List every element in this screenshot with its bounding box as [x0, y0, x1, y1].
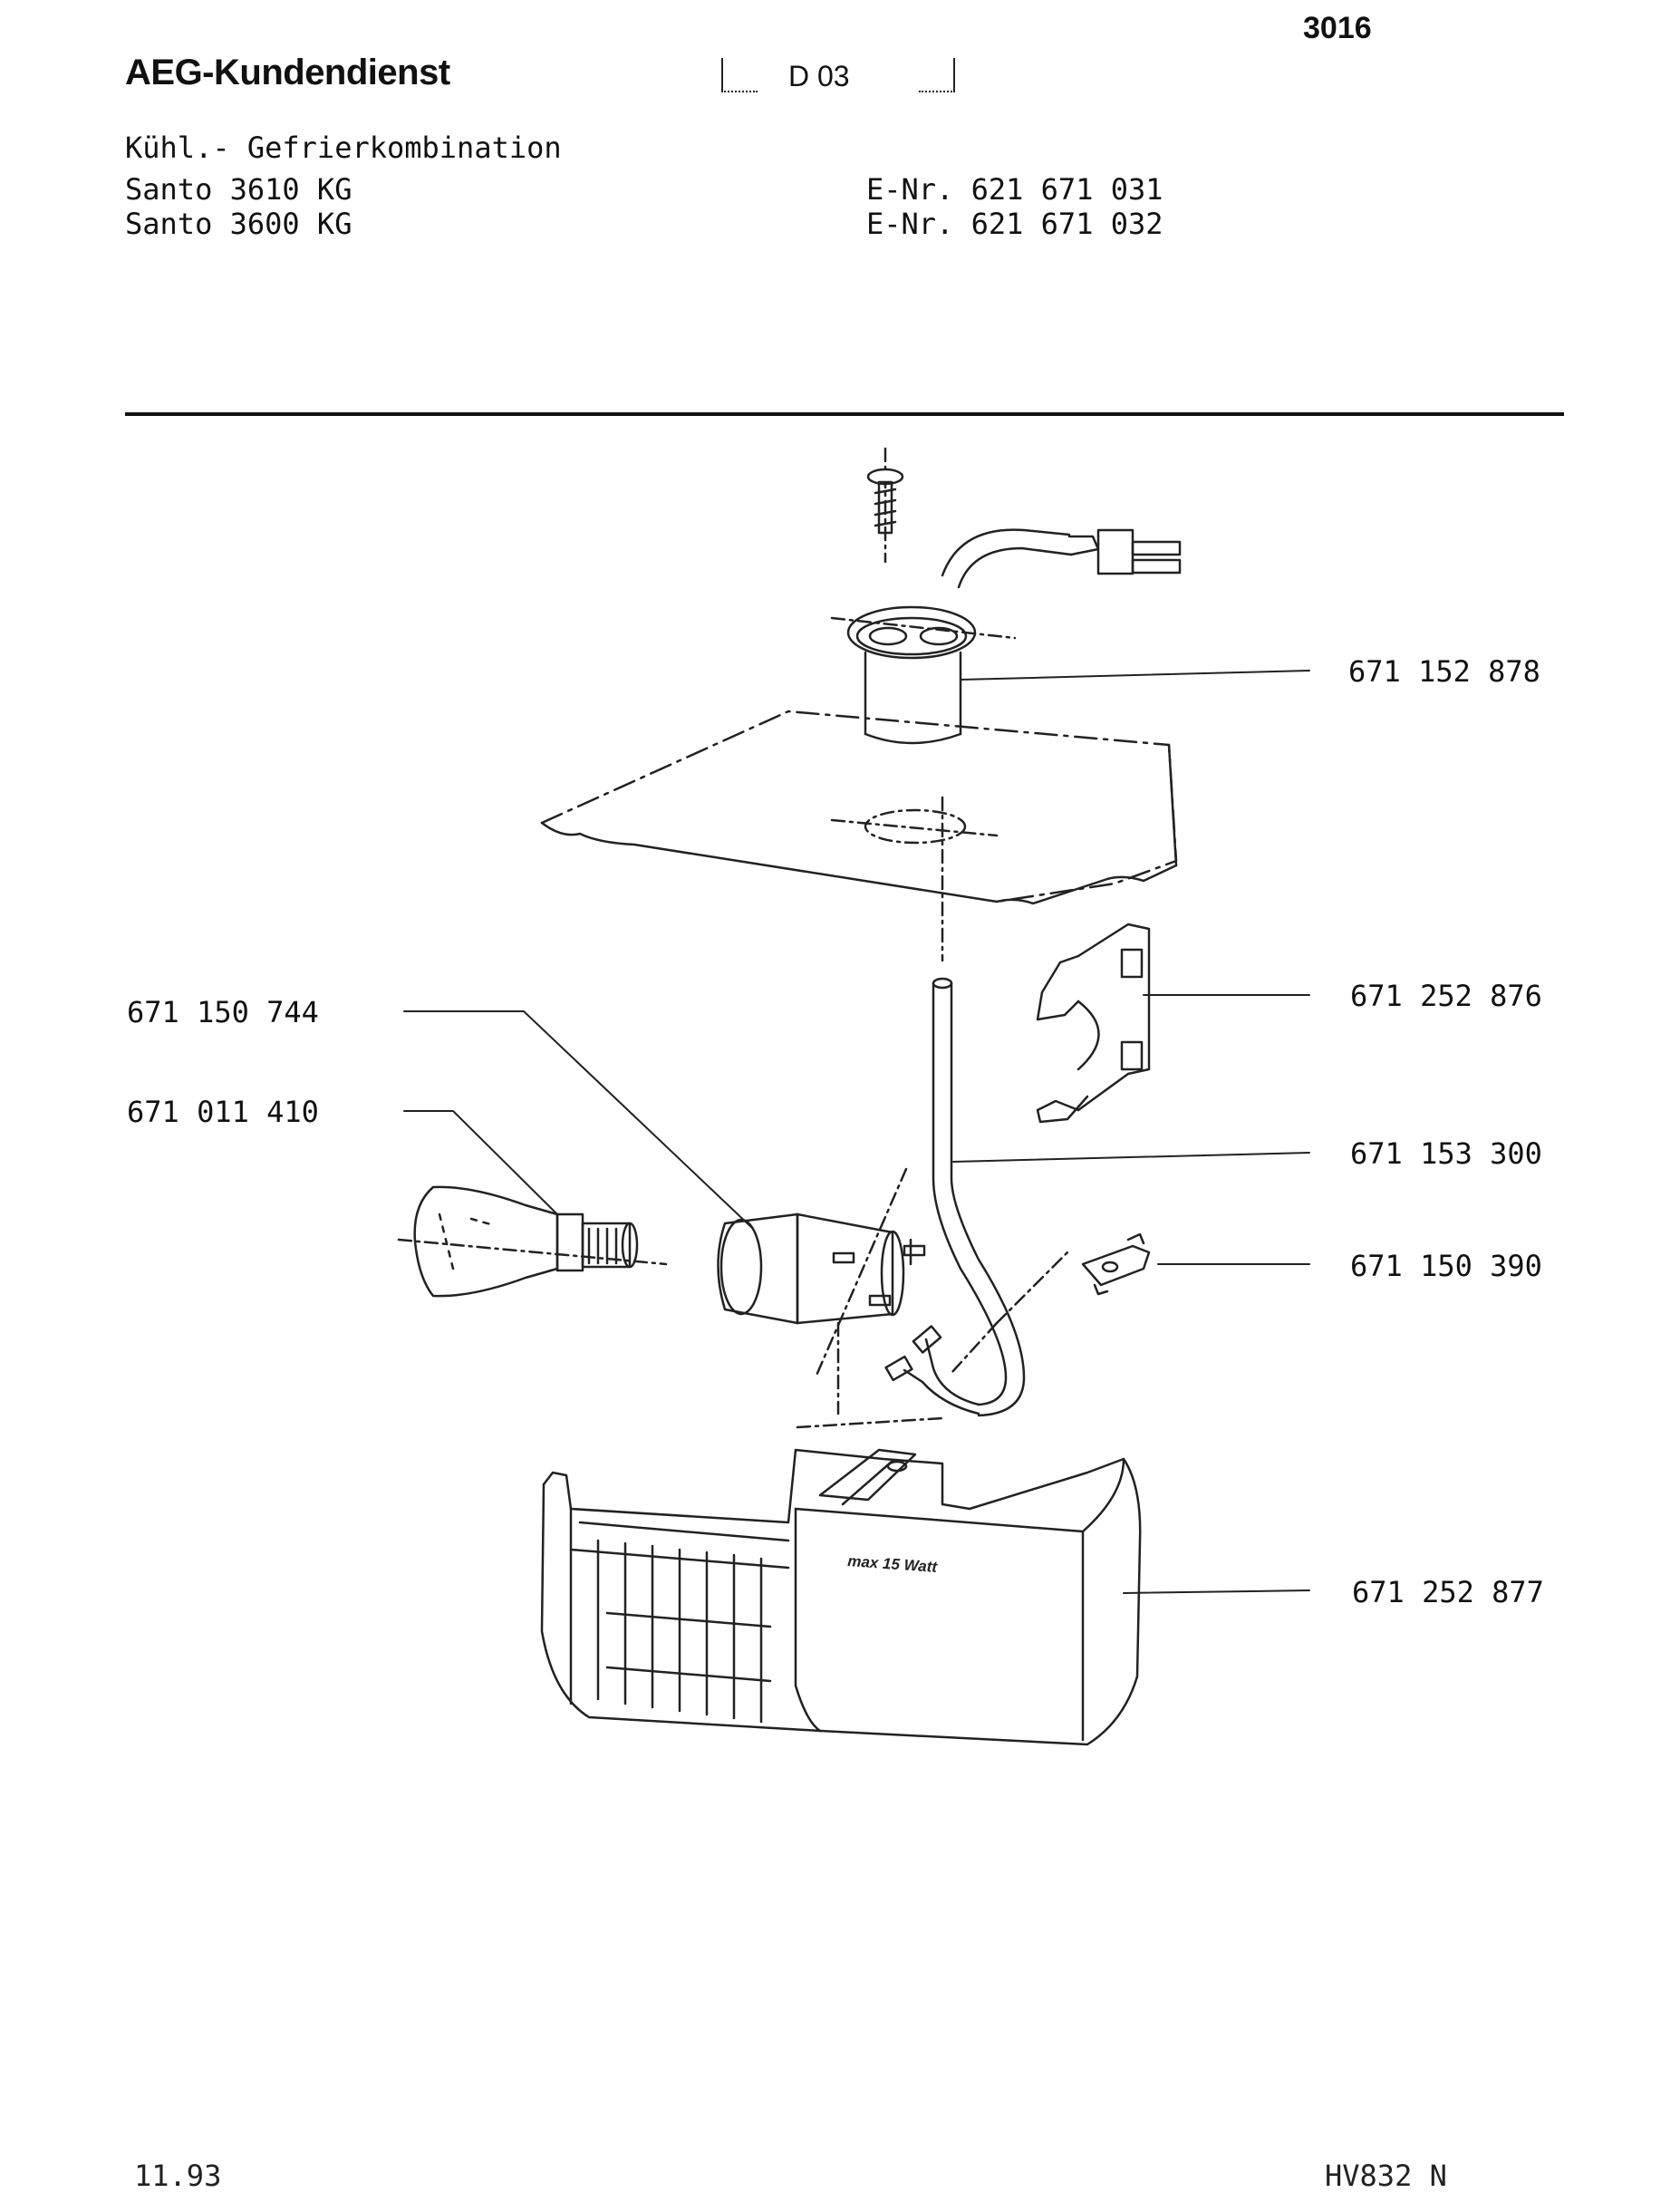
cover-wattage-label: max 15 Watt — [847, 1552, 939, 1576]
model-enr-1: E-Nr. 621 671 031 — [866, 172, 1163, 207]
footer-code: HV832 N — [1325, 2159, 1447, 2193]
clip — [1081, 1232, 1151, 1296]
light-bulb — [397, 1185, 668, 1298]
part-number-clip: 671 150 390 — [1350, 1249, 1542, 1283]
model-enr-2: E-Nr. 621 671 032 — [866, 207, 1163, 241]
cabinet-ceiling — [540, 710, 1178, 962]
cable — [884, 977, 1026, 1417]
model-name-2: Santo 3600 KG — [125, 207, 352, 241]
bracket — [1036, 923, 1151, 1124]
part-number-light-cover: 671 252 877 — [1352, 1575, 1544, 1609]
screw — [866, 447, 904, 564]
sheet-number: 3016 — [1303, 11, 1372, 45]
light-cover — [540, 1249, 1142, 1746]
group-code-bracket-left — [721, 58, 758, 92]
brand-title: AEG-Kundendienst — [125, 53, 450, 92]
model-name-1: Santo 3610 KG — [125, 172, 352, 207]
appliance-type: Kühl.- Gefrierkombination — [125, 130, 562, 165]
leader-lines — [403, 670, 1310, 1594]
part-number-lamp-socket: 671 150 744 — [127, 995, 319, 1029]
group-code-bracket-right — [919, 58, 955, 92]
connector-plug — [941, 528, 1182, 589]
part-number-cable: 671 153 300 — [1350, 1136, 1542, 1171]
group-code: D 03 — [788, 60, 850, 92]
part-number-lamp-holder-cap: 671 152 878 — [1348, 654, 1540, 689]
part-number-bracket: 671 252 876 — [1350, 979, 1542, 1013]
lamp-socket — [717, 1167, 926, 1415]
part-number-bulb: 671 011 410 — [127, 1095, 319, 1129]
lamp-holder-cap — [830, 605, 1017, 745]
header-rule — [125, 412, 1564, 416]
footer-date: 11.93 — [134, 2159, 222, 2193]
